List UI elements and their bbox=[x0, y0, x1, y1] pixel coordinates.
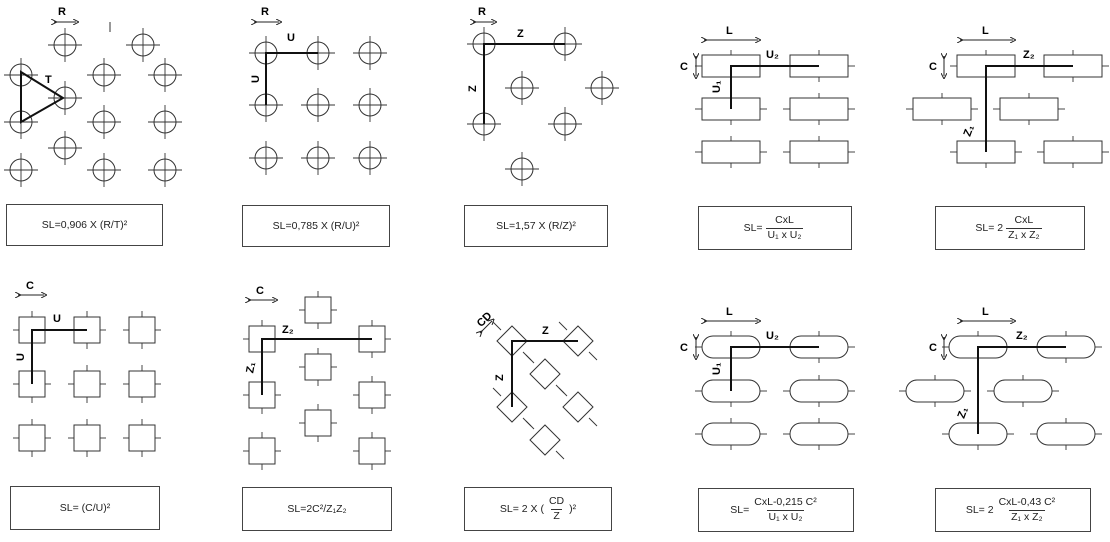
formula-4-denominator: U₁ x U₂ bbox=[765, 227, 804, 241]
formula-6: SL= (C/U)² bbox=[59, 502, 111, 514]
formula-10-prefix: SL= 2 bbox=[965, 504, 994, 516]
p5-z2-label: Z₂ bbox=[1023, 49, 1035, 61]
p9-u2-label: U₂ bbox=[766, 330, 779, 342]
formula-box-1: SL=0,906 X (R/T)² bbox=[6, 204, 163, 246]
p7-z2-label: Z₂ bbox=[282, 324, 294, 336]
formula-box-2: SL=0,785 X (R/U)² bbox=[242, 205, 390, 247]
p8-z-label: Z bbox=[542, 325, 549, 337]
p5-c-label: C bbox=[929, 61, 937, 73]
panel-4-square-rectangles: L C U₂ U₁ bbox=[680, 25, 856, 169]
p10-z1-label: Z₁ bbox=[956, 405, 971, 420]
formula-9-fraction: CxL-0,215 C² U₁ x U₂ bbox=[752, 496, 818, 523]
p2-r-label: R bbox=[261, 6, 269, 18]
formula-box-9: SL= CxL-0,215 C² U₁ x U₂ bbox=[698, 488, 854, 532]
p3-r-label: R bbox=[478, 6, 486, 18]
formula-box-3: SL=1,57 X (R/Z)² bbox=[464, 205, 608, 247]
formula-box-4: SL= CxL U₁ x U₂ bbox=[698, 206, 852, 250]
formula-2: SL=0,785 X (R/U)² bbox=[272, 220, 360, 232]
formula-8-prefix: SL= 2 X ( bbox=[499, 503, 544, 515]
p6-u-label: U bbox=[53, 313, 61, 325]
panel-2-square-circles: R U U bbox=[248, 6, 388, 176]
p8-z-vertical-label: Z bbox=[494, 374, 506, 381]
p2-u-label: U bbox=[287, 32, 295, 44]
p4-c-label: C bbox=[680, 61, 688, 73]
p3-z-vertical-label: Z bbox=[467, 85, 479, 92]
formula-5-fraction: CxL Z₁ x Z₂ bbox=[1006, 214, 1042, 241]
p2-u-vertical-label: U bbox=[250, 75, 262, 83]
p1-r-label: R bbox=[58, 6, 66, 18]
p1-t-label: T bbox=[45, 74, 52, 86]
p3-z-label: Z bbox=[517, 28, 524, 40]
p6-c-label: C bbox=[26, 280, 34, 292]
formula-box-10: SL= 2 CxL-0,43 C² Z₁ x Z₂ bbox=[935, 488, 1091, 532]
formula-4-numerator: CxL bbox=[775, 214, 794, 227]
panel-6-square-squares: C U U bbox=[12, 280, 162, 458]
p10-z2-label: Z₂ bbox=[1016, 330, 1028, 342]
formula-5-numerator: CxL bbox=[1014, 214, 1034, 227]
p9-l-label: L bbox=[726, 306, 733, 318]
panel-10-staggered-slots: L C Z₂ Z₁ bbox=[898, 306, 1103, 451]
panel-9-square-slots: L C U₂ U₁ bbox=[680, 306, 856, 451]
p5-z1-label: Z₁ bbox=[962, 123, 977, 138]
formula-5-denominator: Z₁ x Z₂ bbox=[1006, 227, 1042, 241]
panel-5-staggered-rectangles: L C Z₂ Z₁ bbox=[905, 25, 1110, 169]
formula-10-fraction: CxL-0,43 C² Z₁ x Z₂ bbox=[997, 496, 1058, 523]
formula-5-prefix: SL= 2 bbox=[975, 222, 1004, 234]
p4-u2-label: U₂ bbox=[766, 49, 779, 61]
formula-9-prefix: SL= bbox=[730, 504, 750, 516]
p7-c-label: C bbox=[256, 285, 264, 297]
p10-l-label: L bbox=[982, 306, 989, 318]
p4-u1-label: U₁ bbox=[711, 80, 723, 93]
formula-1: SL=0,906 X (R/T)² bbox=[41, 219, 128, 231]
panel-3-staggered-circles: R Z Z bbox=[466, 6, 620, 187]
p6-u-vertical-label: U bbox=[15, 353, 27, 361]
p7-z1-label: Z₁ bbox=[244, 361, 258, 375]
formula-9-denominator: U₁ x U₂ bbox=[766, 509, 805, 523]
formula-4-fraction: CxL U₁ x U₂ bbox=[765, 214, 804, 241]
formula-box-6: SL= (C/U)² bbox=[10, 486, 160, 530]
formula-box-8: SL= 2 X ( CD Z )² bbox=[464, 487, 612, 531]
formula-8-suffix: )² bbox=[569, 503, 577, 515]
formula-9-numerator: CxL-0,215 C² bbox=[754, 496, 817, 509]
formula-8-denominator: Z bbox=[551, 508, 562, 522]
p5-l-label: L bbox=[982, 25, 989, 37]
p9-u1-label: U₁ bbox=[711, 362, 723, 375]
formula-10-numerator: CxL-0,43 C² bbox=[998, 496, 1056, 509]
formula-8-fraction: CD Z bbox=[547, 495, 566, 522]
panel-1-triangular-circles: R T bbox=[3, 6, 183, 188]
formula-box-7: SL=2C²/Z₁Z₂ bbox=[242, 487, 392, 531]
p10-c-label: C bbox=[929, 342, 937, 354]
formula-3: SL=1,57 X (R/Z)² bbox=[496, 220, 576, 232]
formula-10-denominator: Z₁ x Z₂ bbox=[1009, 509, 1045, 523]
p9-c-label: C bbox=[680, 342, 688, 354]
p8-cd-label: CD bbox=[475, 310, 495, 330]
panel-8-diamonds: CD Z Z bbox=[475, 310, 598, 460]
p4-l-label: L bbox=[726, 25, 733, 37]
formula-7: SL=2C²/Z₁Z₂ bbox=[287, 503, 347, 515]
formula-box-5: SL= 2 CxL Z₁ x Z₂ bbox=[935, 206, 1085, 250]
panel-7-staggered-squares: C Z₂ Z₁ bbox=[242, 285, 392, 471]
formula-8-numerator: CD bbox=[548, 495, 565, 508]
formula-4-prefix: SL= bbox=[743, 222, 763, 234]
